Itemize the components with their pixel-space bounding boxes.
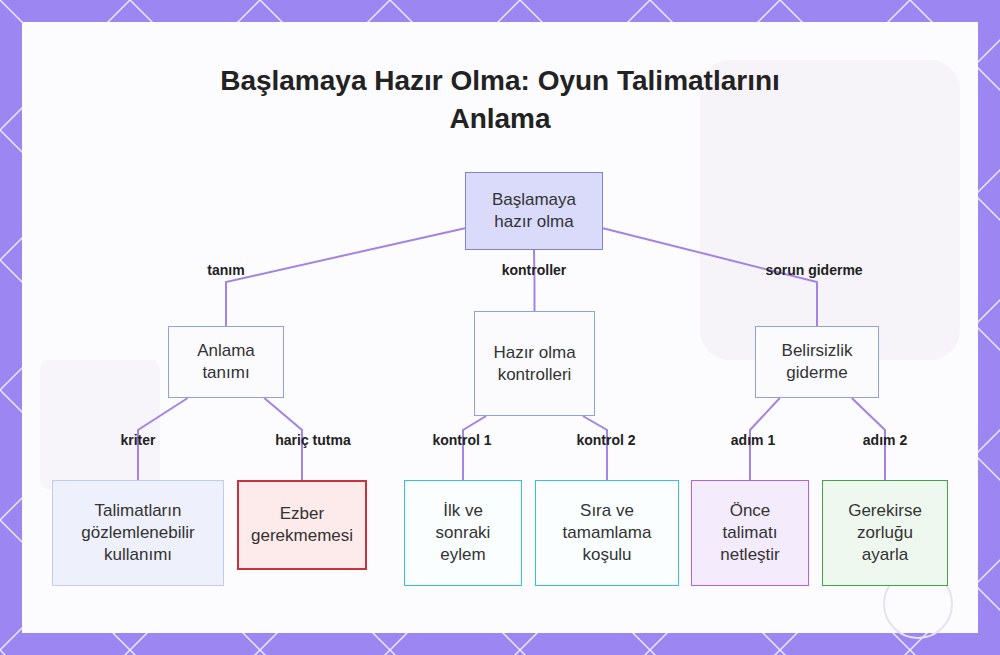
- edge-label: adım 1: [731, 432, 775, 448]
- faded-illustration: [700, 60, 960, 360]
- node-text: Gerekirse zorluğu ayarla: [837, 500, 933, 566]
- node-text: İlk ve sonraki eylem: [419, 500, 507, 566]
- branch-box: Hazır olma kontrolleri: [474, 311, 595, 416]
- leaf-box: Gerekirse zorluğu ayarla: [822, 480, 948, 586]
- edge-label: hariç tutma: [275, 432, 350, 448]
- edge-label: kriter: [120, 432, 155, 448]
- root-box: Başlamaya hazır olma: [465, 172, 603, 250]
- edge-label: adım 2: [863, 432, 907, 448]
- leaf-box: Önce talimatı netleştir: [691, 480, 809, 586]
- edge-label: tanım: [207, 262, 244, 278]
- leaf-box: Ezber gerekmemesi: [237, 480, 367, 570]
- connector-line: [583, 416, 607, 480]
- edge-label: kontrol 2: [576, 432, 635, 448]
- node-text: Başlamaya hazır olma: [480, 189, 588, 233]
- leaf-box: Sıra ve tamamlama koşulu: [535, 480, 679, 586]
- edge-label: kontrol 1: [432, 432, 491, 448]
- connector-line: [226, 228, 465, 326]
- connector-line: [463, 416, 486, 480]
- diagram-title: Başlamaya Hazır Olma: Oyun Talimatlarını…: [200, 62, 800, 138]
- node-text: Talimatların gözlemlenebilir kullanımı: [67, 500, 209, 566]
- canvas-area: [22, 22, 978, 633]
- node-text: Sıra ve tamamlama koşulu: [550, 500, 664, 566]
- leaf-box: İlk ve sonraki eylem: [404, 480, 522, 586]
- node-text: Belirsizlik giderme: [770, 340, 864, 384]
- branch-box: Belirsizlik giderme: [755, 326, 879, 398]
- leaf-box: Talimatların gözlemlenebilir kullanımı: [52, 480, 224, 586]
- node-text: Anlama tanımı: [183, 340, 269, 384]
- node-text: Hazır olma kontrolleri: [489, 342, 580, 386]
- node-text: Önce talimatı netleştir: [706, 500, 794, 566]
- branch-box: Anlama tanımı: [168, 326, 284, 398]
- node-text: Ezber gerekmemesi: [251, 503, 353, 547]
- connector-line: [533, 250, 536, 311]
- edge-label: kontroller: [502, 262, 567, 278]
- edge-label: sorun giderme: [765, 262, 862, 278]
- faded-illustration: [40, 360, 160, 490]
